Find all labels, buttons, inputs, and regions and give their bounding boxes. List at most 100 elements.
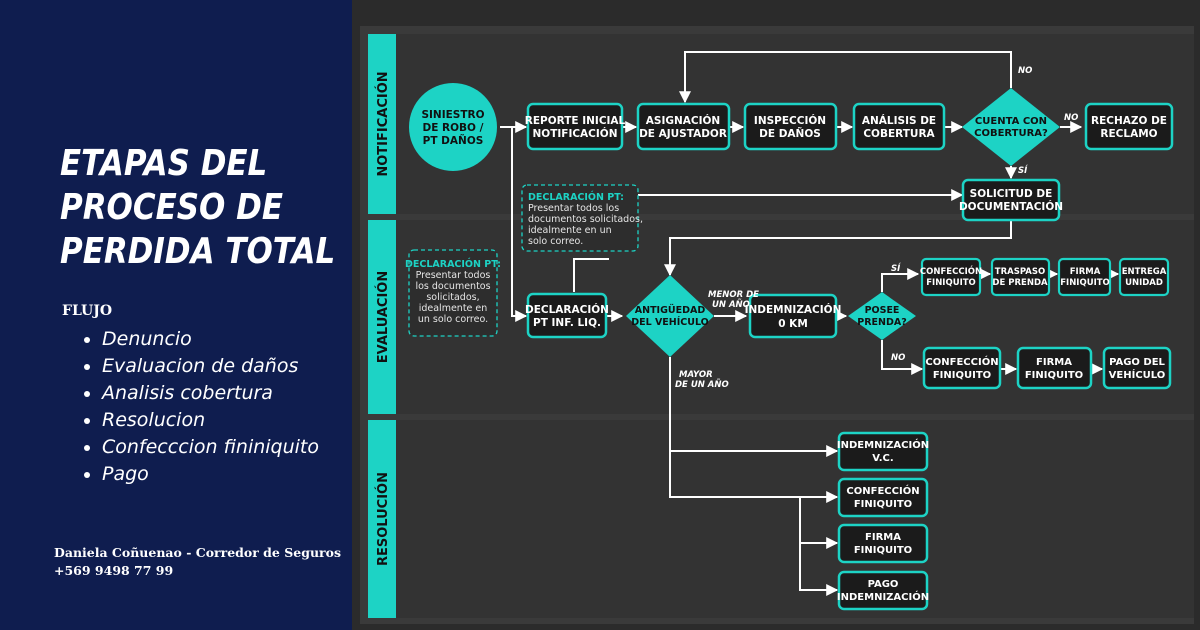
lane-bg-resolution [396, 420, 1194, 618]
author-phone: +569 9498 77 99 [54, 563, 174, 578]
node-label: NOTIFICACIÓN [532, 127, 617, 140]
node-label: DE PRENDA [992, 278, 1048, 288]
node-label: INDEMNIZACIÓN [837, 590, 929, 603]
node-label: INDEMNIZACIÓN [745, 303, 842, 316]
title-line: PROCESO DE [60, 187, 283, 228]
node-label: CONFECCIÓN [920, 265, 982, 277]
node-label: PAGO DEL [1109, 357, 1165, 368]
list-item: Pago [102, 461, 319, 488]
node-inspeccion: INSPECCIÓN DE DAÑOS [743, 102, 838, 151]
node-firma-c: FIRMA FINIQUITO [837, 523, 929, 564]
node-solicitud: SOLICITUD DE DOCUMENTACIÓN [959, 178, 1063, 222]
node-asignacion: ASIGNACIÓN DE AJUSTADOR [636, 102, 731, 151]
node-label: V.C. [872, 453, 893, 464]
list-item: Evaluacion de daños [102, 353, 319, 380]
note-declaracion-1: DECLARACIÓN PT: Presentar todos los docu… [521, 184, 643, 252]
node-label: FINIQUITO [933, 370, 991, 381]
note-line: idealmente en [419, 303, 488, 314]
node-firma-a: FIRMA FINIQUITO [1057, 257, 1112, 297]
node-label: INSPECCIÓN [754, 114, 826, 127]
note-line: solicitados, [426, 292, 479, 303]
node-label: PAGO [868, 579, 899, 590]
note-line: un solo correo. [418, 314, 488, 325]
connector [664, 220, 1012, 277]
note-line: Presentar todos [416, 270, 491, 281]
node-label: FIRMA [1036, 357, 1072, 368]
node-firma-b: FIRMA FINIQUITO [1016, 346, 1093, 390]
author-name: Daniela Coñuenao - Corredor de Seguros [54, 545, 341, 560]
connector [669, 357, 839, 503]
node-rechazo: RECHAZO DE RECLAMO [1084, 102, 1174, 151]
edge-label: MENOR DE [708, 290, 759, 300]
node-label: DOCUMENTACIÓN [959, 200, 1063, 213]
node-traspaso: TRASPASO DE PRENDA [990, 257, 1051, 297]
note-declaracion-2: DECLARACIÓN PT: Presentar todos los docu… [405, 249, 501, 337]
node-label: INDEMNIZACIÓN [837, 438, 929, 451]
node-label: COBERTURA [863, 128, 935, 140]
node-label: FINIQUITO [854, 499, 912, 510]
note-title: DECLARACIÓN PT: [528, 191, 624, 203]
connector [573, 258, 609, 292]
connector [679, 51, 1012, 104]
node-antiguedad: ANTIGÜEDAD DEL VEHÍCULO [626, 275, 714, 357]
node-label: ASIGNACIÓN [646, 114, 720, 127]
node-label: POSEE [865, 305, 900, 316]
node-label: PRENDA? [857, 317, 906, 328]
connector [500, 126, 528, 322]
node-pago-vehiculo: PAGO DEL VEHÍCULO [1102, 346, 1172, 390]
process-flowchart: NOTIFICACIÓN EVALUACIÓN RESOLUCIÓN [360, 26, 1194, 624]
list-item: Resolucion [102, 407, 319, 434]
node-label: ENTREGA [1122, 267, 1167, 277]
note-line: los documentos [415, 281, 490, 292]
list-item: Confecccion fininiquito [102, 434, 319, 461]
node-label: PT DAÑOS [423, 134, 484, 147]
lane-evaluation: EVALUACIÓN [368, 220, 396, 414]
author-contact: Daniela Coñuenao - Corredor de Seguros +… [54, 544, 341, 580]
node-reporte: REPORTE INICIAL NOTIFICACIÓN [525, 102, 626, 151]
node-label: RECHAZO DE [1091, 115, 1167, 127]
node-label: VEHÍCULO [1109, 368, 1166, 381]
edge-label: MAYOR [679, 370, 713, 380]
edge-label: NO [1018, 66, 1032, 76]
node-confeccion-a: CONFECCIÓN FINIQUITO [920, 257, 982, 297]
node-indem-0km: INDEMNIZACIÓN 0 KM [745, 293, 842, 339]
node-label: FINIQUITO [854, 545, 912, 556]
node-label: FIRMA [865, 532, 901, 543]
title-line: ETAPAS DEL [60, 143, 268, 184]
flow-label: FLUJO [62, 303, 113, 319]
lane-label: NOTIFICACIÓN [375, 71, 391, 176]
node-label: FINIQUITO [1025, 370, 1083, 381]
node-posee-prenda: POSEE PRENDA? [848, 292, 916, 340]
node-label: FIRMA [1070, 267, 1101, 277]
connector [881, 340, 924, 375]
node-pago-indem: PAGO INDEMNIZACIÓN [837, 570, 929, 611]
node-indem-vc: INDEMNIZACIÓN V.C. [837, 431, 929, 472]
node-label: FINIQUITO [926, 278, 976, 288]
node-label: TRASPASO [995, 267, 1045, 277]
edge-label: DE UN AÑO [675, 379, 729, 390]
node-label: ANÁLISIS DE [862, 114, 936, 127]
node-label: PT INF. LIQ. [533, 317, 601, 329]
node-label: DE DAÑOS [759, 127, 821, 140]
node-label: CUENTA CON [975, 116, 1047, 127]
node-label: SOLICITUD DE [970, 188, 1053, 200]
edge-label: UN AÑO [712, 299, 750, 310]
note-line: idealmente en un [528, 225, 612, 236]
node-label: DE ROBO / [423, 122, 484, 134]
note-line: documentos solicitados, [528, 214, 643, 225]
node-label: DECLARACIÓN [525, 303, 609, 316]
title-line: PERDIDA TOTAL [60, 231, 336, 272]
node-label: DE AJUSTADOR [639, 128, 727, 140]
page-title: ETAPAS DEL PROCESO DE PERDIDA TOTAL [60, 142, 336, 274]
node-entrega: ENTREGA UNIDAD [1118, 257, 1170, 297]
node-label: COBERTURA? [974, 128, 1048, 139]
edge-label: SÍ [1018, 164, 1028, 176]
stage-list: Denuncio Evaluacion de daños Analisis co… [62, 326, 319, 488]
node-declaracion: DECLARACIÓN PT INF. LIQ. [525, 292, 609, 339]
info-panel: ETAPAS DEL PROCESO DE PERDIDA TOTAL FLUJ… [0, 0, 352, 630]
flow-connectors [500, 51, 1120, 596]
node-analisis: ANÁLISIS DE COBERTURA [852, 102, 946, 151]
connector [799, 497, 839, 596]
node-label: CONFECCIÓN [925, 355, 998, 368]
node-cuenta-cobertura: CUENTA CON COBERTURA? [962, 88, 1060, 166]
